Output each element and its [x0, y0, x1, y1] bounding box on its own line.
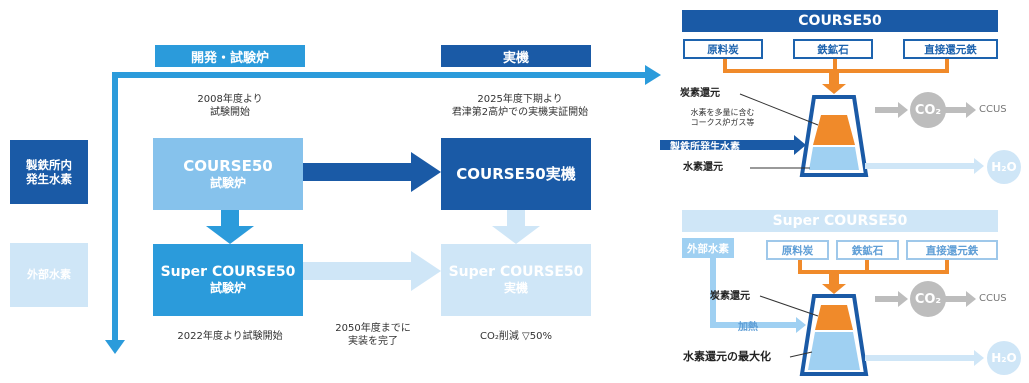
h2o-circle-bottom: H₂O — [987, 341, 1021, 375]
external-h2-line-head — [796, 317, 806, 333]
super-actual-box: Super COURSE50 実機 — [441, 244, 591, 316]
ccus-arrow-bottom — [945, 296, 967, 302]
arrow-horizontal — [112, 72, 647, 78]
arrow-actual-down-head — [492, 226, 540, 244]
course50-actual-box: COURSE50実機 — [441, 138, 591, 210]
external-hydrogen-box: 外部水素 — [10, 243, 88, 307]
heating-label: 加熱 — [738, 322, 758, 333]
header-actual: 実機 — [441, 45, 591, 67]
onsite-hydrogen-box: 製鉄所内 発生水素 — [10, 140, 88, 204]
co2-arrow-top — [875, 107, 899, 113]
header-pilot: 開発・試験炉 — [155, 45, 305, 67]
hydrogen-max-label: 水素還元の最大化 — [683, 350, 771, 363]
super-pilot-box: Super COURSE50 試験炉 — [153, 244, 303, 316]
external-h2-line-h — [710, 322, 798, 328]
carbon-reduction-label-super: 炭素還元 — [710, 291, 750, 302]
feed-down-bottom — [829, 272, 839, 286]
h2o-arrow-bottom — [865, 355, 975, 361]
arrow-pilot-down — [221, 210, 239, 228]
hydrogen-reduction-label: 水素還元 — [683, 162, 723, 173]
co2-arrow-top-head — [898, 102, 908, 118]
super-start-note: 2022年度より試験開始 — [177, 331, 283, 342]
hydrogen-label-line-bottom — [789, 351, 813, 358]
co2-arrow-bottom — [875, 296, 899, 302]
target-note: 2050年度までに 実装を完了 — [335, 323, 411, 347]
course50-title-bar: COURSE50 — [682, 10, 998, 32]
furnace-bottom-burden — [815, 305, 853, 330]
arrow-pilot-to-actual-head — [411, 152, 441, 192]
onsite-h2-arrow-head — [794, 135, 806, 155]
h2o-arrow-bottom-head — [974, 350, 984, 366]
feed-line-top-2 — [833, 59, 837, 71]
course50-pilot-title: COURSE50 — [183, 157, 273, 176]
super-pilot-sub: 試験炉 — [209, 281, 246, 296]
furnace-bottom-lower — [808, 332, 860, 370]
arrow-pilot-down-head — [206, 226, 254, 244]
ccus-arrow-top — [945, 107, 967, 113]
feed-line-bottom — [798, 260, 802, 272]
actual-start-note: 2025年度下期より 君津第2高炉での実機実証開始 — [451, 94, 589, 118]
arrow-vertical — [112, 74, 118, 346]
input-iron-ore-super: 鉄鉱石 — [836, 240, 899, 260]
feed-line-bottom-3 — [945, 260, 949, 272]
feed-line-top-3 — [945, 59, 949, 71]
arrow-pilot-to-actual — [303, 163, 413, 181]
external-h2-tag: 外部水素 — [682, 238, 734, 258]
coke-gas-note: 水素を多量に含む コークス炉ガス等 — [690, 108, 755, 127]
h2o-circle-top: H₂O — [987, 150, 1021, 184]
input-iron-ore: 鉄鉱石 — [793, 39, 873, 59]
super-course50-title-bar: Super COURSE50 — [682, 210, 998, 232]
feed-down-bottom-head — [822, 284, 846, 294]
co2-circle-bottom: CO₂ — [910, 281, 946, 317]
ccus-arrow-bottom-head — [966, 291, 976, 307]
roadmap-arrow — [105, 65, 661, 354]
h2o-arrow-top-head — [974, 158, 984, 174]
carbon-reduction-label: 炭素還元 — [680, 88, 720, 99]
carbon-label-line-bottom — [759, 295, 819, 317]
onsite-h2-label: 製鉄所発生水素 — [670, 142, 740, 153]
input-coking-coal: 原料炭 — [683, 39, 763, 59]
pilot-start-note: 2008年度より 試験開始 — [197, 94, 263, 118]
arrow-super-right — [303, 262, 413, 280]
course50-pilot-box: COURSE50 試験炉 — [153, 138, 303, 210]
ccus-label-bottom: CCUS — [979, 293, 1007, 304]
h2o-arrow-top — [865, 163, 975, 169]
feed-down-top — [829, 71, 839, 85]
external-h2-line-v — [710, 258, 716, 328]
arrow-down-head — [105, 340, 125, 354]
arrow-right-head — [645, 65, 661, 85]
feed-down-top-head — [822, 84, 846, 94]
feed-bar-bottom — [798, 270, 949, 274]
ccus-arrow-top-head — [966, 102, 976, 118]
reduction-note: CO₂削減 ▽50% — [480, 331, 552, 342]
input-coking-coal-super: 原料炭 — [766, 240, 829, 260]
course50-furnace-diagram — [660, 59, 984, 376]
carbon-label-line — [739, 93, 819, 126]
furnace-top-lower — [809, 147, 859, 170]
onsite-h2-arrow — [660, 140, 795, 150]
course50-pilot-sub: 試験炉 — [209, 175, 246, 190]
super-actual-title: Super COURSE50 — [448, 263, 584, 280]
input-dri-super: 直接還元鉄 — [906, 240, 998, 260]
input-dri: 直接還元鉄 — [903, 39, 998, 59]
super-pilot-title: Super COURSE50 — [160, 263, 296, 280]
co2-circle-top: CO₂ — [910, 92, 946, 128]
arrow-actual-down — [507, 210, 525, 228]
furnace-top-burden — [813, 115, 855, 145]
feed-line-bottom-2 — [865, 260, 869, 272]
course50-actual-title: COURSE50実機 — [456, 164, 576, 183]
ccus-label-top: CCUS — [979, 104, 1007, 115]
super-actual-sub: 実機 — [503, 281, 528, 296]
arrow-super-right-head — [411, 251, 441, 291]
co2-arrow-bottom-head — [898, 291, 908, 307]
feed-line-top — [723, 59, 727, 71]
